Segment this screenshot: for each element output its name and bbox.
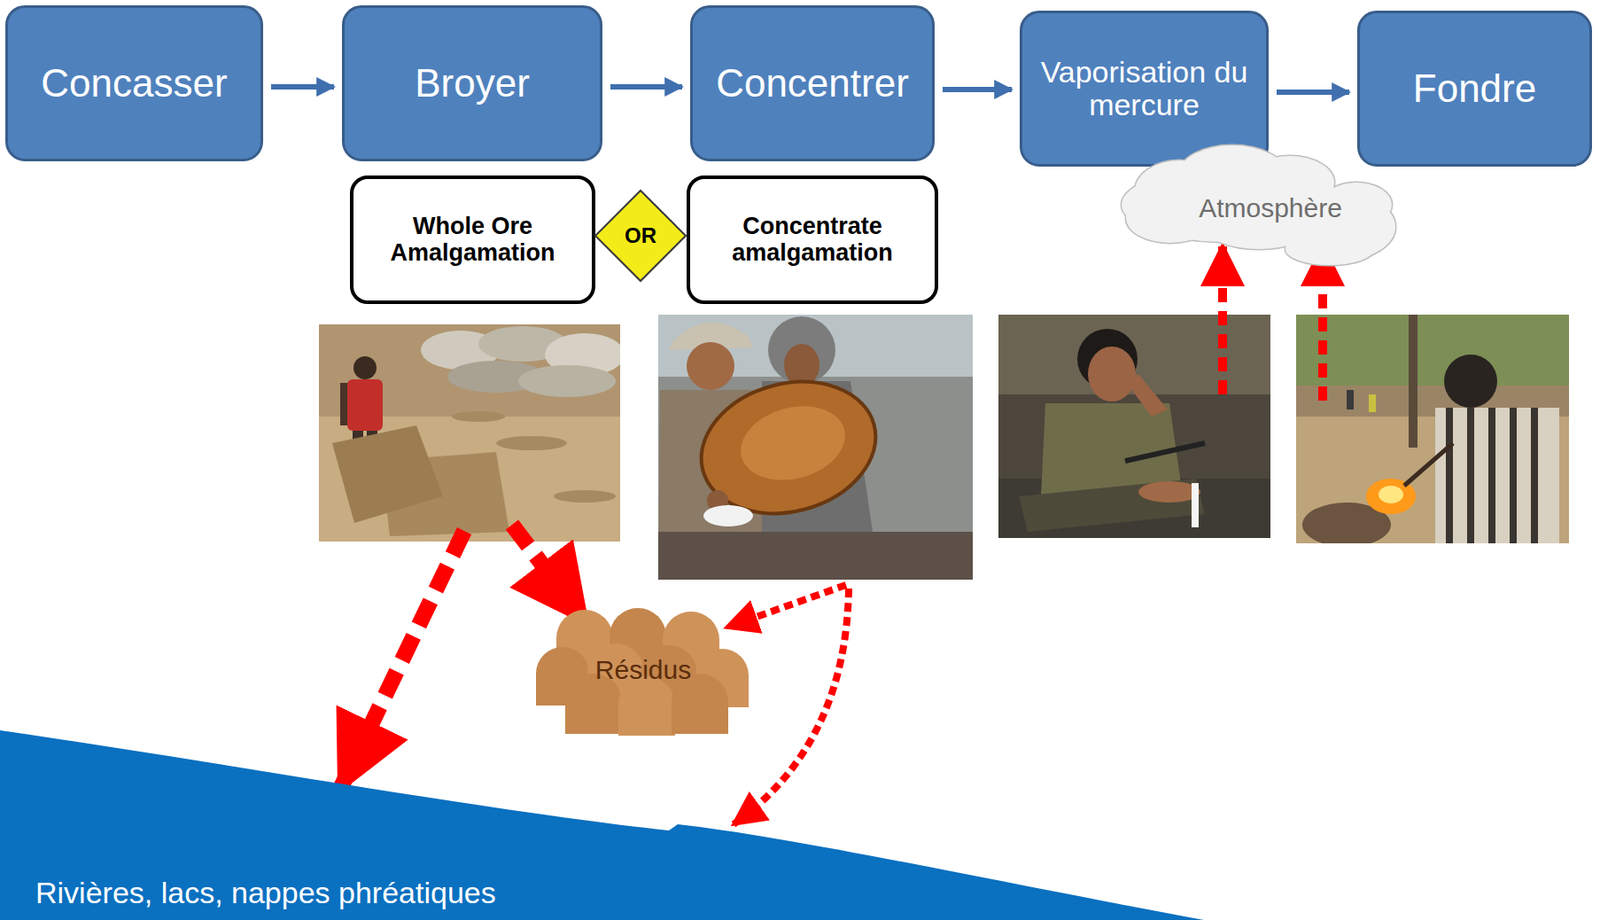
photo-vaporisation-part	[1018, 478, 1205, 532]
mercury-flow-arrows	[341, 246, 1323, 824]
text-holder: Résidus	[535, 602, 751, 736]
photo-panning-part	[686, 341, 735, 390]
photo-whole-ore-part	[353, 356, 377, 380]
photo-panning	[658, 314, 973, 580]
decision-diamond: OR	[594, 189, 687, 282]
text-holder: Concasser	[7, 7, 261, 159]
step-label: Vaporisation du mercure	[1030, 55, 1259, 123]
photo-smelting-part	[1378, 485, 1404, 504]
photo-panning-part	[658, 531, 973, 580]
method-box: Concentrate amalgamation	[686, 175, 939, 304]
photo-vaporisation-part	[998, 314, 1271, 538]
process-box: Fondre	[1357, 10, 1593, 167]
process-box: Concasser	[5, 5, 264, 162]
mercury-flow-arrows-part	[512, 524, 585, 621]
photo-smelting-part	[1368, 394, 1376, 412]
method-label: Concentrate amalgamation	[697, 213, 928, 266]
photo-smelting-part	[1530, 407, 1538, 544]
photo-panning-part	[658, 314, 973, 580]
text-holder: Whole Ore Amalgamation	[353, 178, 592, 301]
photo-panning-part	[732, 395, 855, 491]
mercury-flow-arrows-part	[1218, 246, 1228, 395]
step-label: Concentrer	[715, 62, 909, 105]
photo-smelting-part	[1404, 442, 1453, 486]
photo-smelting-part	[1346, 389, 1354, 410]
photo-smelting-part	[1488, 407, 1496, 544]
text-holder: Concentrate amalgamation	[690, 178, 935, 301]
photo-vaporisation-part	[998, 478, 1271, 538]
photo-smelting-part	[1444, 354, 1498, 408]
photo-vaporisation-part	[1138, 481, 1201, 503]
water-shape	[0, 730, 1204, 920]
photo-vaporisation	[998, 314, 1271, 538]
photo-smelting-part	[1509, 407, 1517, 544]
process-box: Broyer	[341, 5, 603, 162]
text-holder: Fondre	[1359, 13, 1590, 164]
diamond-shape	[595, 190, 686, 281]
photo-whole-ore-part	[451, 411, 505, 422]
text-holder: OR	[594, 189, 687, 282]
method-box: Whole Ore Amalgamation	[349, 175, 596, 304]
photo-whole-ore	[318, 324, 621, 542]
text-holder: Rivières, lacs, nappes phréatiques	[0, 722, 1205, 920]
photo-smelting-part	[1467, 407, 1475, 544]
photo-panning-part	[703, 504, 754, 527]
mercury-flow-arrows-part	[341, 530, 465, 787]
text-holder: Concentrer	[692, 7, 933, 159]
step-label: Fondre	[1413, 67, 1537, 110]
text-holder: Vaporisation du mercure	[1022, 13, 1267, 164]
residue-pile: Résidus	[535, 602, 751, 736]
photo-vaporisation-part	[1125, 442, 1205, 461]
decision-diamond-label: OR	[624, 224, 657, 248]
text-holder: Broyer	[344, 7, 600, 159]
cloud-fill	[1285, 233, 1375, 265]
photo-whole-ore-part	[318, 416, 621, 542]
mercury-flow-arrows-part	[733, 588, 849, 824]
flow-arrow	[1276, 89, 1350, 95]
photo-vaporisation-part	[1087, 346, 1136, 402]
photo-smelting	[1296, 314, 1569, 544]
photo-whole-ore-part	[347, 379, 383, 431]
photo-panning-part	[686, 363, 891, 533]
cloud-outline	[1285, 233, 1375, 265]
mercury-flow-arrows-part	[1318, 246, 1328, 401]
water-body: Rivières, lacs, nappes phréatiques	[0, 722, 1205, 920]
atmosphere-cloud: Atmosphère	[1117, 142, 1400, 266]
method-label: Whole Ore Amalgamation	[360, 213, 585, 266]
photo-smelting-part	[1435, 407, 1560, 544]
photo-smelting-part	[1296, 314, 1569, 386]
flow-arrow	[610, 84, 683, 90]
step-label: Broyer	[414, 62, 530, 105]
atmosphere-cloud-label: Atmosphère	[1198, 193, 1343, 223]
flow-arrow	[942, 86, 1012, 93]
residue-pile-label: Résidus	[595, 654, 692, 684]
photo-whole-ore-part	[553, 489, 616, 503]
mercury-flow-arrows-part	[726, 584, 847, 628]
process-box: Vaporisation du mercure	[1019, 10, 1269, 167]
photo-vaporisation-part	[1125, 373, 1168, 417]
step-label: Concasser	[40, 62, 227, 105]
water-body-label: Rivières, lacs, nappes phréatiques	[35, 876, 497, 909]
flow-arrow	[271, 84, 334, 90]
photo-smelting-part	[1445, 407, 1453, 544]
photo-whole-ore-part	[332, 425, 443, 523]
photo-vaporisation-part	[1191, 482, 1199, 528]
photo-whole-ore-part	[518, 365, 616, 397]
photo-whole-ore-part	[496, 435, 567, 451]
process-box: Concentrer	[690, 5, 935, 162]
residue-mound	[618, 675, 676, 736]
text-holder: Atmosphère	[1117, 142, 1400, 266]
photo-smelting-part	[1408, 314, 1418, 448]
